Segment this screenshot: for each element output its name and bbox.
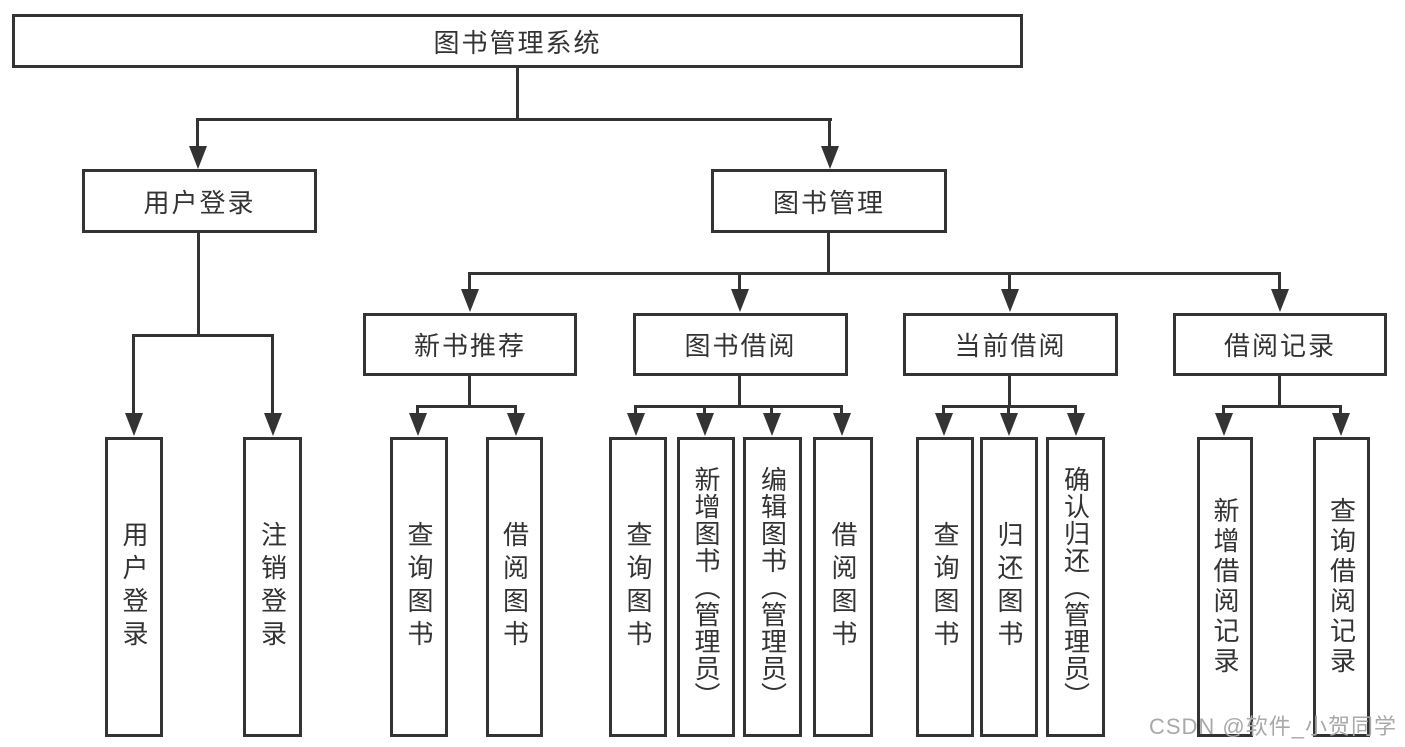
node-leaf-confirm-return-label: 确认归还（管理员） — [1060, 465, 1091, 709]
connector-arm-query-book-3 — [942, 405, 945, 415]
node-root: 图书管理系统 — [12, 14, 1023, 68]
arrowhead-book-borrow — [731, 289, 749, 312]
arrowhead-return-book — [1000, 413, 1018, 436]
connector-book-management-bar — [468, 272, 1281, 275]
node-leaf-query-book-recommend-label: 查询图书 — [404, 521, 434, 653]
node-current-borrow: 当前借阅 — [903, 313, 1118, 376]
node-leaf-edit-book: 编辑图书（管理员） — [743, 437, 802, 737]
connector-arm-book-borrow — [738, 272, 741, 290]
connector-arm-return-book — [1007, 405, 1010, 415]
connector-user-login-stem — [197, 231, 200, 336]
node-leaf-logout-label: 注销登录 — [257, 521, 288, 653]
connector-arm-confirm-return — [1074, 405, 1077, 415]
node-root-label: 图书管理系统 — [433, 27, 602, 58]
arrowhead-borrow-book-2 — [833, 413, 851, 436]
connector-arm-edit-book — [770, 405, 773, 415]
node-leaf-return-book-label: 归还图书 — [994, 521, 1024, 653]
connector-arm-add-record — [1222, 405, 1225, 415]
node-leaf-query-book-borrow-label: 查询图书 — [623, 521, 653, 653]
node-leaf-return-book: 归还图书 — [980, 437, 1038, 737]
node-book-borrow: 图书借阅 — [633, 313, 848, 376]
connector-root-arm-left — [196, 118, 199, 150]
connector-arm-borrow-book-2 — [840, 405, 843, 415]
connector-current-borrow-stem — [1008, 374, 1011, 408]
node-book-management-label: 图书管理 — [772, 187, 885, 218]
arrowhead-query-book-2 — [627, 413, 645, 436]
connector-root-bar — [196, 118, 832, 121]
node-leaf-user-login-label: 用户登录 — [119, 521, 149, 653]
node-leaf-query-book-borrow: 查询图书 — [609, 437, 667, 737]
node-leaf-borrow-book-borrow: 借阅图书 — [813, 437, 873, 737]
arrowhead-query-book-1 — [409, 413, 427, 436]
node-leaf-add-book-label: 新增图书（管理员） — [691, 465, 721, 709]
node-new-book-recommend: 新书推荐 — [363, 313, 577, 376]
node-leaf-query-borrow-record-label: 查询借阅记录 — [1326, 497, 1357, 677]
connector-arm-borrow-record — [1278, 272, 1281, 290]
connector-new-book-stem — [468, 374, 471, 408]
node-leaf-add-borrow-record: 新增借阅记录 — [1197, 437, 1253, 737]
arrowhead-leaf-logout — [264, 413, 282, 436]
connector-book-management-stem — [827, 231, 830, 275]
node-leaf-borrow-book-recommend-label: 借阅图书 — [499, 521, 530, 653]
node-borrow-record: 借阅记录 — [1173, 313, 1387, 376]
node-leaf-logout: 注销登录 — [243, 437, 302, 737]
arrowhead-leaf-user-login — [125, 413, 143, 436]
watermark: CSDN @软件_小贺同学 — [1148, 714, 1397, 739]
node-book-borrow-label: 图书借阅 — [684, 331, 797, 361]
node-leaf-query-book-recommend: 查询图书 — [390, 437, 448, 737]
node-book-management: 图书管理 — [711, 169, 947, 233]
node-leaf-query-borrow-record: 查询借阅记录 — [1313, 437, 1370, 737]
node-leaf-edit-book-label: 编辑图书（管理员） — [757, 465, 788, 709]
connector-book-borrow-bar — [634, 405, 843, 408]
arrowhead-add-record — [1215, 413, 1233, 436]
node-leaf-query-book-current: 查询图书 — [916, 437, 974, 737]
connector-borrow-record-bar — [1222, 405, 1342, 408]
node-leaf-add-borrow-record-label: 新增借阅记录 — [1210, 497, 1240, 677]
connector-root-arm-right — [828, 118, 831, 150]
node-user-login: 用户登录 — [82, 169, 317, 233]
connector-root-stem — [516, 66, 519, 120]
connector-new-book-bar — [416, 405, 517, 408]
node-user-login-label: 用户登录 — [143, 187, 256, 218]
arrowhead-add-book — [696, 413, 714, 436]
connector-user-login-arm-right — [271, 334, 274, 414]
connector-arm-add-book — [703, 405, 706, 415]
connector-arm-current-borrow — [1008, 272, 1011, 290]
connector-arm-query-book-1 — [416, 405, 419, 415]
arrowhead-confirm-return — [1067, 413, 1085, 436]
arrowhead-query-record — [1332, 413, 1350, 436]
arrowhead-new-book-recommend — [461, 289, 479, 312]
node-leaf-confirm-return: 确认归还（管理员） — [1046, 437, 1105, 737]
connector-arm-borrow-book-1 — [514, 405, 517, 415]
node-leaf-borrow-book-recommend: 借阅图书 — [486, 437, 543, 737]
arrowhead-edit-book — [763, 413, 781, 436]
arrowhead-user-login — [189, 146, 207, 169]
node-leaf-borrow-book-borrow-label: 借阅图书 — [828, 521, 858, 653]
connector-user-login-bar — [132, 334, 274, 337]
connector-arm-query-book-2 — [634, 405, 637, 415]
node-new-book-recommend-label: 新书推荐 — [413, 331, 526, 361]
arrowhead-current-borrow — [1001, 289, 1019, 312]
arrowhead-book-management — [821, 146, 839, 169]
arrowhead-borrow-book-1 — [507, 413, 525, 436]
arrowhead-query-book-3 — [935, 413, 953, 436]
node-leaf-query-book-current-label: 查询图书 — [930, 521, 960, 653]
node-leaf-user-login: 用户登录 — [105, 437, 163, 737]
node-current-borrow-label: 当前借阅 — [954, 331, 1067, 361]
node-leaf-add-book: 新增图书（管理员） — [677, 437, 735, 737]
node-borrow-record-label: 借阅记录 — [1223, 331, 1336, 361]
connector-arm-new-book — [468, 272, 471, 290]
connector-book-borrow-stem — [738, 374, 741, 408]
connector-user-login-arm-left — [132, 334, 135, 414]
connector-arm-query-record — [1339, 405, 1342, 415]
arrowhead-borrow-record — [1271, 289, 1289, 312]
connector-borrow-record-stem — [1278, 374, 1281, 408]
